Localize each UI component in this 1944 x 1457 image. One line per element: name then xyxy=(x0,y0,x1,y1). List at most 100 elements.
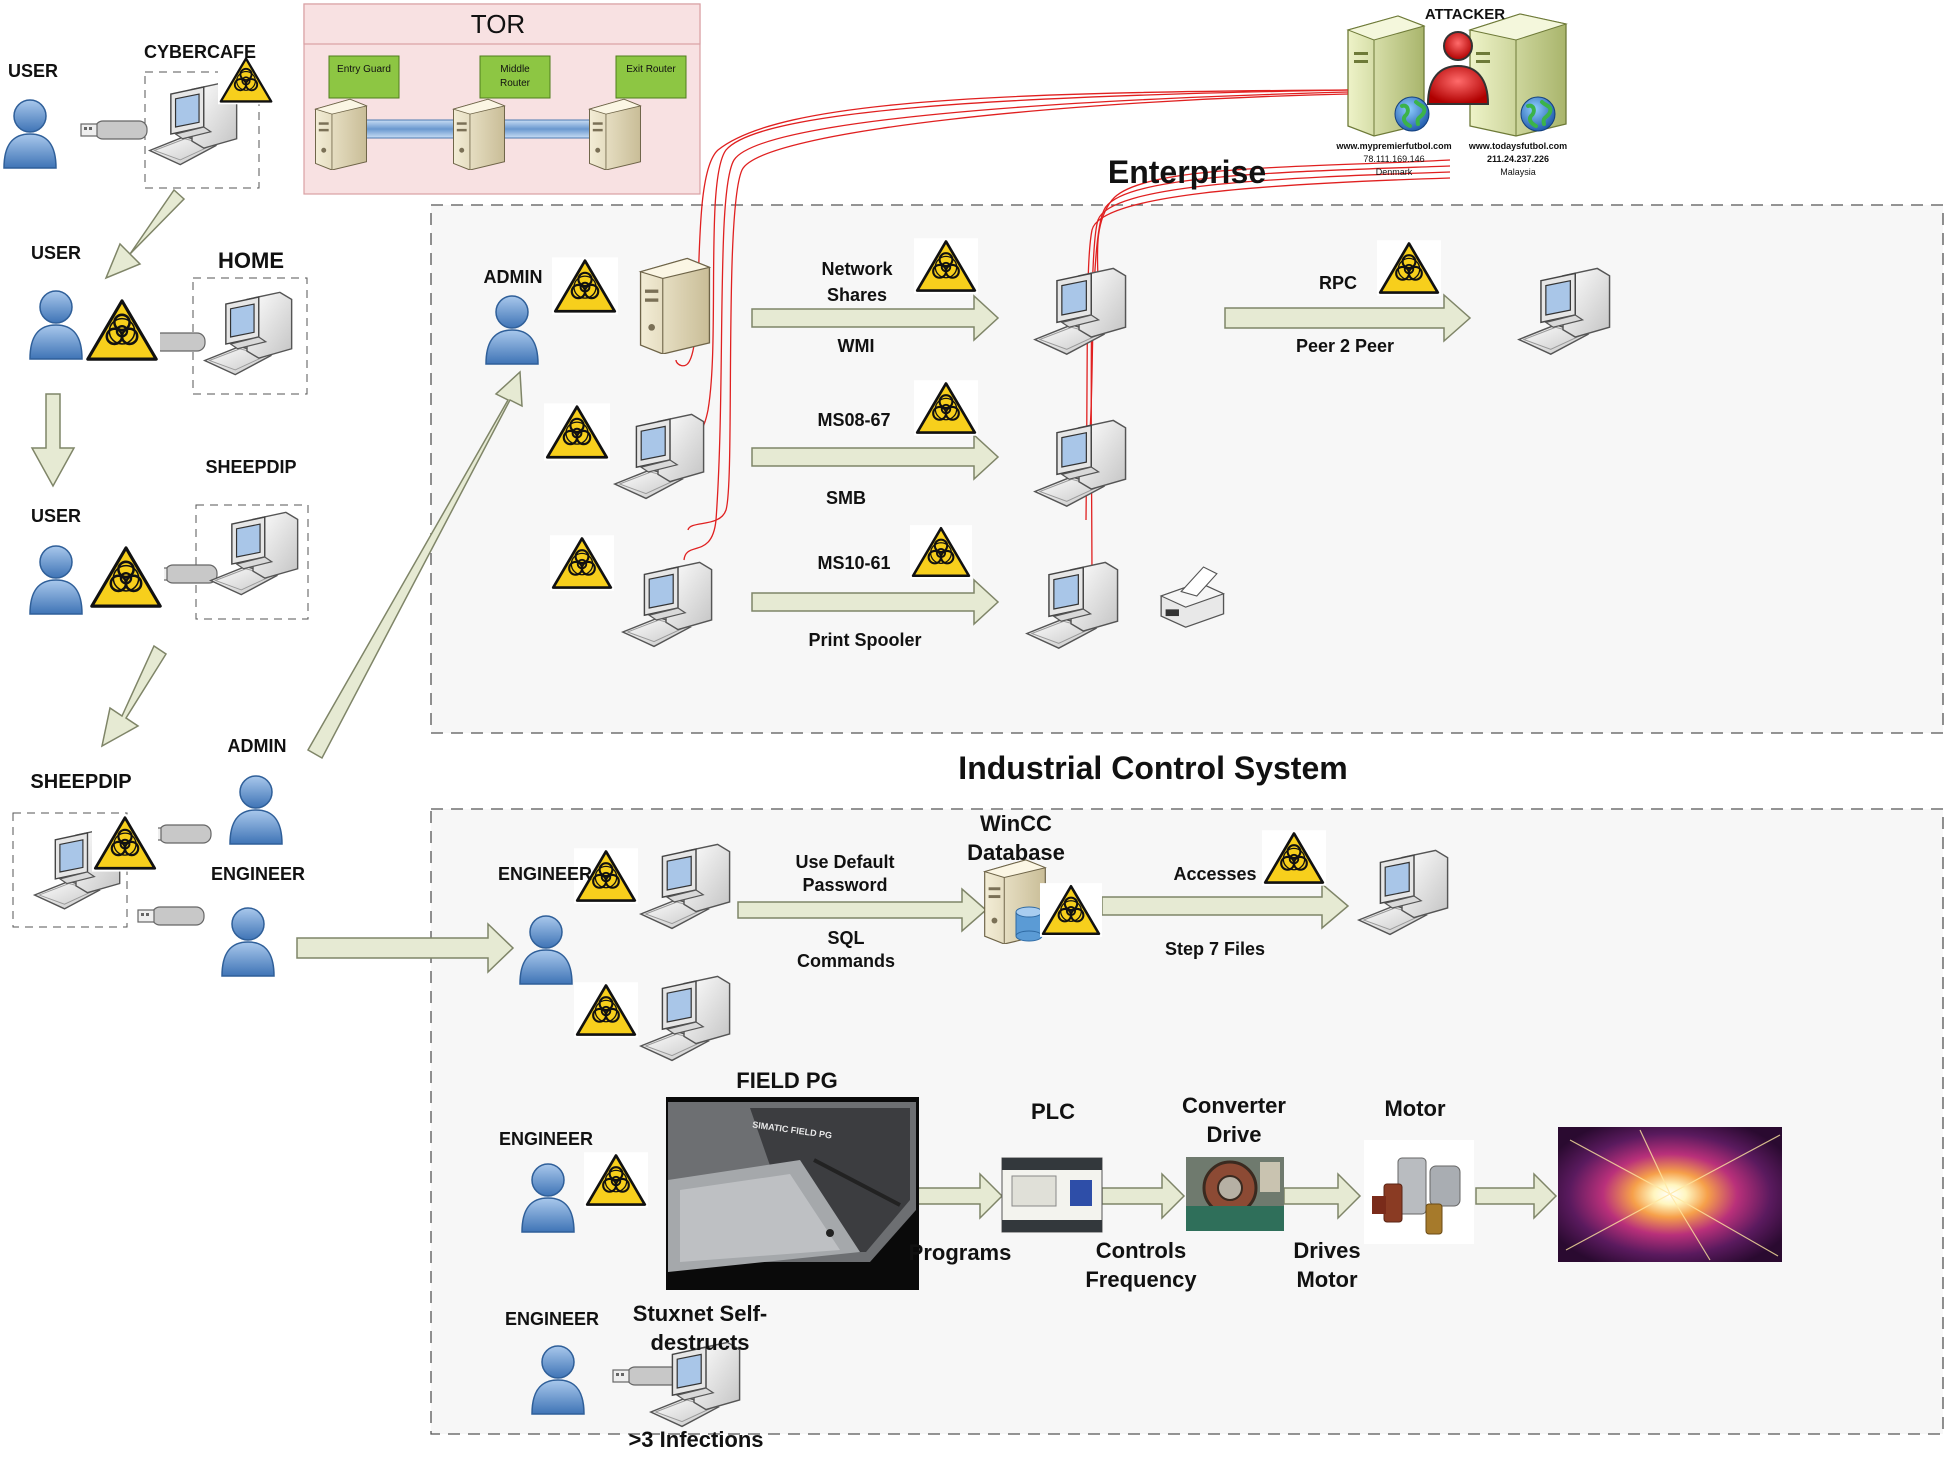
arrow-fieldpg-to-plc xyxy=(917,1172,1004,1220)
tor-server-entry xyxy=(315,98,367,170)
user-icon xyxy=(29,290,83,360)
arrow-engineer-to-ics xyxy=(296,922,515,974)
biohazard-icon xyxy=(1040,882,1102,938)
admin-server-icon xyxy=(639,257,711,354)
attacker-domain-1: www.mypremierfutbol.com xyxy=(1336,141,1452,151)
database-icon xyxy=(1015,906,1043,942)
controls-frequency-label: Controls Frequency xyxy=(1085,1238,1197,1292)
biohazard-icon xyxy=(88,544,164,610)
tor-title-bar xyxy=(303,3,701,45)
arrow-motor-to-explosion xyxy=(1475,1172,1558,1220)
left-admin-label: ADMIN xyxy=(227,736,287,756)
arrow-admin-to-enterprise xyxy=(306,370,523,760)
attacker-figure-icon xyxy=(1426,31,1490,105)
attacker-country-2: Malaysia xyxy=(1500,167,1536,177)
attacker-domain-2: www.todaysfutbol.com xyxy=(1468,141,1568,151)
globe-icon xyxy=(1519,95,1557,133)
attacker-ip-1: 78.111.169.146 xyxy=(1363,154,1425,164)
enterprise-admin-label: ADMIN xyxy=(483,267,543,287)
motor-label: Motor xyxy=(1384,1096,1446,1121)
biohazard-icon xyxy=(1262,830,1326,886)
biohazard-icon xyxy=(584,1152,648,1208)
tor-server-middle xyxy=(453,98,505,170)
sheepdip1-computer-icon xyxy=(209,511,299,596)
ms10-61-label: MS10-61 xyxy=(817,553,891,573)
arrow-default-password xyxy=(737,887,988,933)
print-spooler-label: Print Spooler xyxy=(808,630,922,650)
home-computer-icon xyxy=(203,291,293,376)
tor-title: TOR xyxy=(470,9,526,39)
field-pg-label: FIELD PG xyxy=(736,1068,838,1093)
self-destruct-label: Stuxnet Self- destructs xyxy=(632,1301,768,1355)
usb-drive-icon xyxy=(80,120,148,140)
biohazard-icon xyxy=(914,238,978,294)
biohazard-icon xyxy=(218,54,274,106)
tor-entry-guard-label: Entry Guard xyxy=(337,64,391,75)
ms08-67-label: MS08-67 xyxy=(817,410,891,430)
arrow-plc-to-converter xyxy=(1101,1172,1186,1220)
attacker-ip-2: 211.24.237.226 xyxy=(1486,154,1550,164)
flow-arrows xyxy=(30,188,1558,1220)
peer2peer-label: Peer 2 Peer xyxy=(1295,336,1395,356)
tor-middle-router-label: Middle Router xyxy=(499,64,530,89)
home-box xyxy=(192,277,308,395)
attacker-country-1: Denmark xyxy=(1375,167,1413,177)
rpc-label: RPC xyxy=(1318,273,1358,293)
tor-server-exit xyxy=(589,98,641,170)
biohazard-icon xyxy=(1377,240,1441,296)
cybercafe-label: CYBERCAFE xyxy=(143,42,257,62)
ics-engineer-label-2: ENGINEER xyxy=(498,1129,594,1149)
user1-label: USER xyxy=(7,61,59,81)
arrow-user2-to-user3 xyxy=(30,393,76,488)
tor-exit-router-label: Exit Router xyxy=(626,64,676,75)
ics-engineer-label-3: ENGINEER xyxy=(504,1309,600,1329)
cybercafe-box xyxy=(144,71,260,189)
usb-drive-icon xyxy=(612,1366,680,1386)
arrow-ms08-67 xyxy=(751,433,1000,481)
biohazard-icon xyxy=(910,524,972,580)
step7-files-label: Step 7 Files xyxy=(1164,939,1266,959)
arrow-user3-to-sheepdip2 xyxy=(100,644,168,748)
user-icon xyxy=(29,545,83,615)
arrow-cybercafe-to-home xyxy=(104,188,186,280)
attacker-title: ATTACKER xyxy=(1424,6,1506,23)
biohazard-icon xyxy=(552,256,618,316)
converter-drive-photo xyxy=(1186,1157,1284,1231)
admin-user-icon xyxy=(229,775,283,845)
wincc-database-label: WinCC Database xyxy=(967,811,1065,865)
arrow-accesses xyxy=(1101,882,1350,930)
biohazard-icon xyxy=(84,296,160,364)
tor-middle-router-box xyxy=(479,55,551,99)
motor-photo xyxy=(1364,1140,1474,1244)
arrow-converter-to-motor xyxy=(1283,1172,1362,1220)
sql-commands-label: SQL Commands xyxy=(796,928,896,971)
plc-label: PLC xyxy=(1031,1099,1075,1124)
field-pg-photo xyxy=(666,1097,919,1290)
enterprise-title: Enterprise xyxy=(1107,154,1267,190)
programs-label: Programs xyxy=(908,1240,1012,1265)
tor-pipe-2 xyxy=(497,119,601,139)
tor-pipe-1 xyxy=(359,119,463,139)
drives-motor-label: Drives Motor xyxy=(1293,1238,1361,1292)
infections-label: >3 Infections xyxy=(628,1427,764,1452)
arrow-ms10-61 xyxy=(751,578,1000,626)
ics-engineer-label-1: ENGINEER xyxy=(497,864,593,884)
sheepdip2-label: SHEEPDIP xyxy=(30,771,132,793)
ics-title: Industrial Control System xyxy=(958,750,1348,786)
default-password-label: Use Default Password xyxy=(795,852,895,895)
tor-entry-guard-box xyxy=(328,55,400,99)
user-icon xyxy=(3,99,57,169)
plc-photo xyxy=(1001,1157,1103,1233)
user3-label: USER xyxy=(30,506,82,526)
user2-label: USER xyxy=(30,243,82,263)
biohazard-icon xyxy=(550,534,614,592)
network-shares-label: Network Shares xyxy=(821,259,893,305)
biohazard-icon xyxy=(574,982,638,1038)
home-label: HOME xyxy=(218,248,284,273)
sheepdip1-box xyxy=(195,504,309,620)
biohazard-icon xyxy=(92,812,158,874)
smb-label: SMB xyxy=(826,488,866,508)
wmi-label: WMI xyxy=(837,336,875,356)
usb-drive-icon xyxy=(137,906,205,926)
